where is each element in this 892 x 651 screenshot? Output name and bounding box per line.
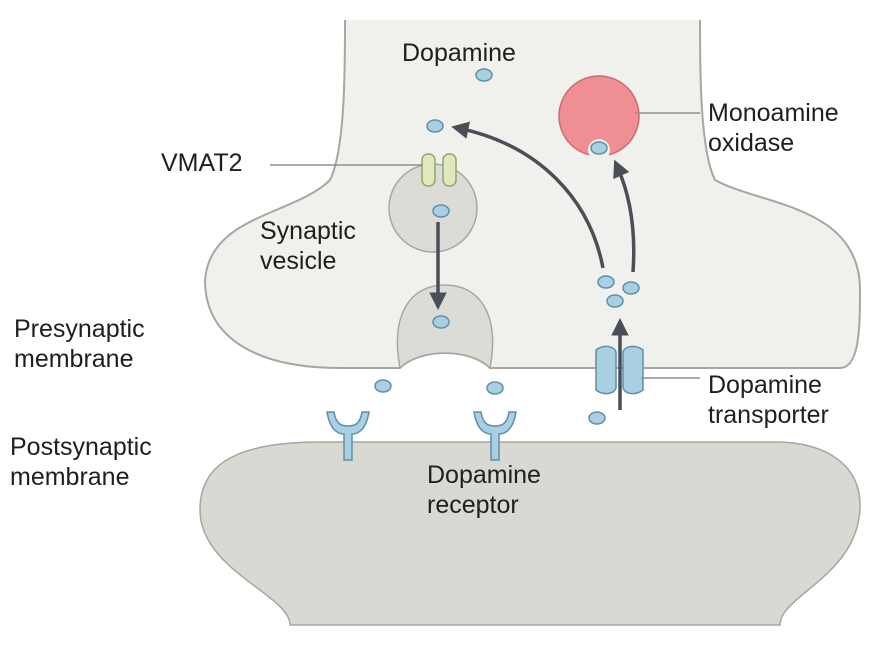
dopamine-molecule xyxy=(374,379,392,393)
leader-lines xyxy=(270,112,700,379)
synaptic-vesicle-label-line2: vesicle xyxy=(260,247,337,275)
dopamine-molecule xyxy=(622,281,640,295)
vmat2-label: VMAT2 xyxy=(161,148,243,178)
postsynaptic-membrane-label-line1: Postsynaptic xyxy=(10,433,152,461)
repackaging-arrow xyxy=(451,121,605,269)
dopamine-transporter-label-line1: Dopamine xyxy=(708,371,822,399)
synaptic-vesicle-label-line1: Synaptic xyxy=(260,217,356,245)
degradation-arrow xyxy=(613,159,636,273)
postsynaptic-membrane-label-line2: membrane xyxy=(10,463,130,491)
dopamine-receptor-label: Dopamine receptor xyxy=(427,460,541,520)
dopamine-molecule xyxy=(432,204,450,218)
dopamine-molecule xyxy=(606,294,624,308)
dopamine-molecules xyxy=(374,68,640,425)
dopamine-molecule xyxy=(475,68,493,82)
dopamine-molecule xyxy=(432,315,450,329)
arrows xyxy=(429,121,636,410)
dopamine-receptor-left xyxy=(326,411,370,461)
presynaptic-membrane-label-line1: Presynaptic xyxy=(14,315,145,343)
synaptic-vesicle-label: Synaptic vesicle xyxy=(260,216,356,276)
monoamine-oxidase-label-line1: Monoamine xyxy=(708,99,839,127)
monoamine-oxidase-label: Monoamine oxidase xyxy=(708,98,839,158)
dopamine-receptor-right xyxy=(473,411,517,461)
dopamine-receptor-label-line2: receptor xyxy=(427,491,519,519)
dopamine-transporter-label-line2: transporter xyxy=(708,401,829,429)
dopamine-molecule xyxy=(426,119,444,133)
presynaptic-membrane-label-line2: membrane xyxy=(14,345,134,373)
dopamine-molecule xyxy=(588,411,606,425)
vmat2-channel-right xyxy=(442,153,457,187)
dopamine-transporter xyxy=(595,345,617,395)
dopamine-transporter-right xyxy=(622,345,644,395)
dopamine-molecule xyxy=(590,141,608,155)
vmat2-label-text: VMAT2 xyxy=(161,149,243,177)
dopamine-transporter-label: Dopamine transporter xyxy=(708,370,829,430)
presynaptic-terminal xyxy=(203,19,862,369)
monoamine-oxidase-label-line2: oxidase xyxy=(708,129,795,157)
vmat2-channel-left xyxy=(421,153,436,187)
dopamine-molecule xyxy=(597,275,615,289)
dopamine-label: Dopamine xyxy=(402,38,516,68)
postsynaptic-membrane-label: Postsynaptic membrane xyxy=(10,432,152,492)
dopamine-molecule xyxy=(486,381,504,395)
postsynaptic-neuron xyxy=(199,441,861,626)
dopamine-label-text: Dopamine xyxy=(402,39,516,67)
presynaptic-membrane-label: Presynaptic membrane xyxy=(14,314,145,374)
dopamine-receptor-label-line1: Dopamine xyxy=(427,461,541,489)
